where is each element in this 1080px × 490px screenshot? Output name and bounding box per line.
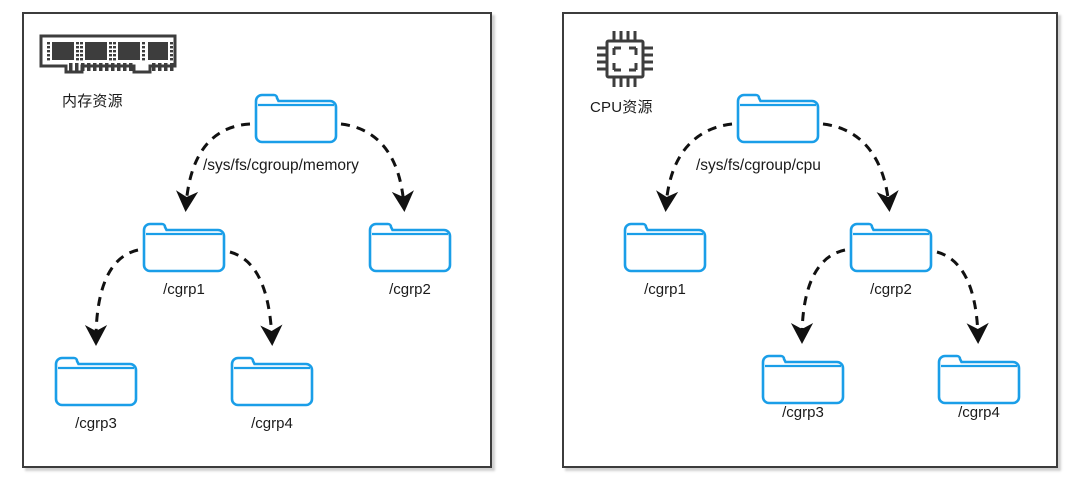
folder-icon-memory-cgrp3[interactable] xyxy=(53,352,139,413)
folder-icon-cpu-cgrp1[interactable] xyxy=(622,218,708,279)
memory-resource-label: 内存资源 xyxy=(62,93,123,110)
folder-icon-memory-cgrp4[interactable] xyxy=(229,352,315,413)
ram-memory-module-icon xyxy=(38,30,178,85)
folder-icon-cpu-cgrp3[interactable] xyxy=(760,350,846,411)
folder-icon-cpu-cgrp2[interactable] xyxy=(848,218,934,279)
folder-icon-memory-cgrp2[interactable] xyxy=(367,218,453,279)
node-label-memory-cgrp1: /cgrp1 xyxy=(163,281,205,298)
cpu-chip-icon xyxy=(592,26,658,97)
path-label-cpu-root: /sys/fs/cgroup/cpu xyxy=(696,157,821,174)
node-label-cpu-cgrp2: /cgrp2 xyxy=(870,281,912,298)
node-label-memory-cgrp3: /cgrp3 xyxy=(75,415,117,432)
folder-icon-memory-cgrp1[interactable] xyxy=(141,218,227,279)
node-label-cpu-cgrp1: /cgrp1 xyxy=(644,281,686,298)
path-label-memory-root: /sys/fs/cgroup/memory xyxy=(203,157,359,174)
node-label-cpu-cgrp3: /cgrp3 xyxy=(782,404,824,421)
node-label-cpu-cgrp4: /cgrp4 xyxy=(958,404,1000,421)
cpu-resource-label: CPU资源 xyxy=(590,99,653,116)
folder-icon-cpu-cgrp4[interactable] xyxy=(936,350,1022,411)
folder-icon-memory-root[interactable] xyxy=(253,89,339,150)
node-label-memory-cgrp4: /cgrp4 xyxy=(251,415,293,432)
folder-icon-cpu-root[interactable] xyxy=(735,89,821,150)
node-label-memory-cgrp2: /cgrp2 xyxy=(389,281,431,298)
